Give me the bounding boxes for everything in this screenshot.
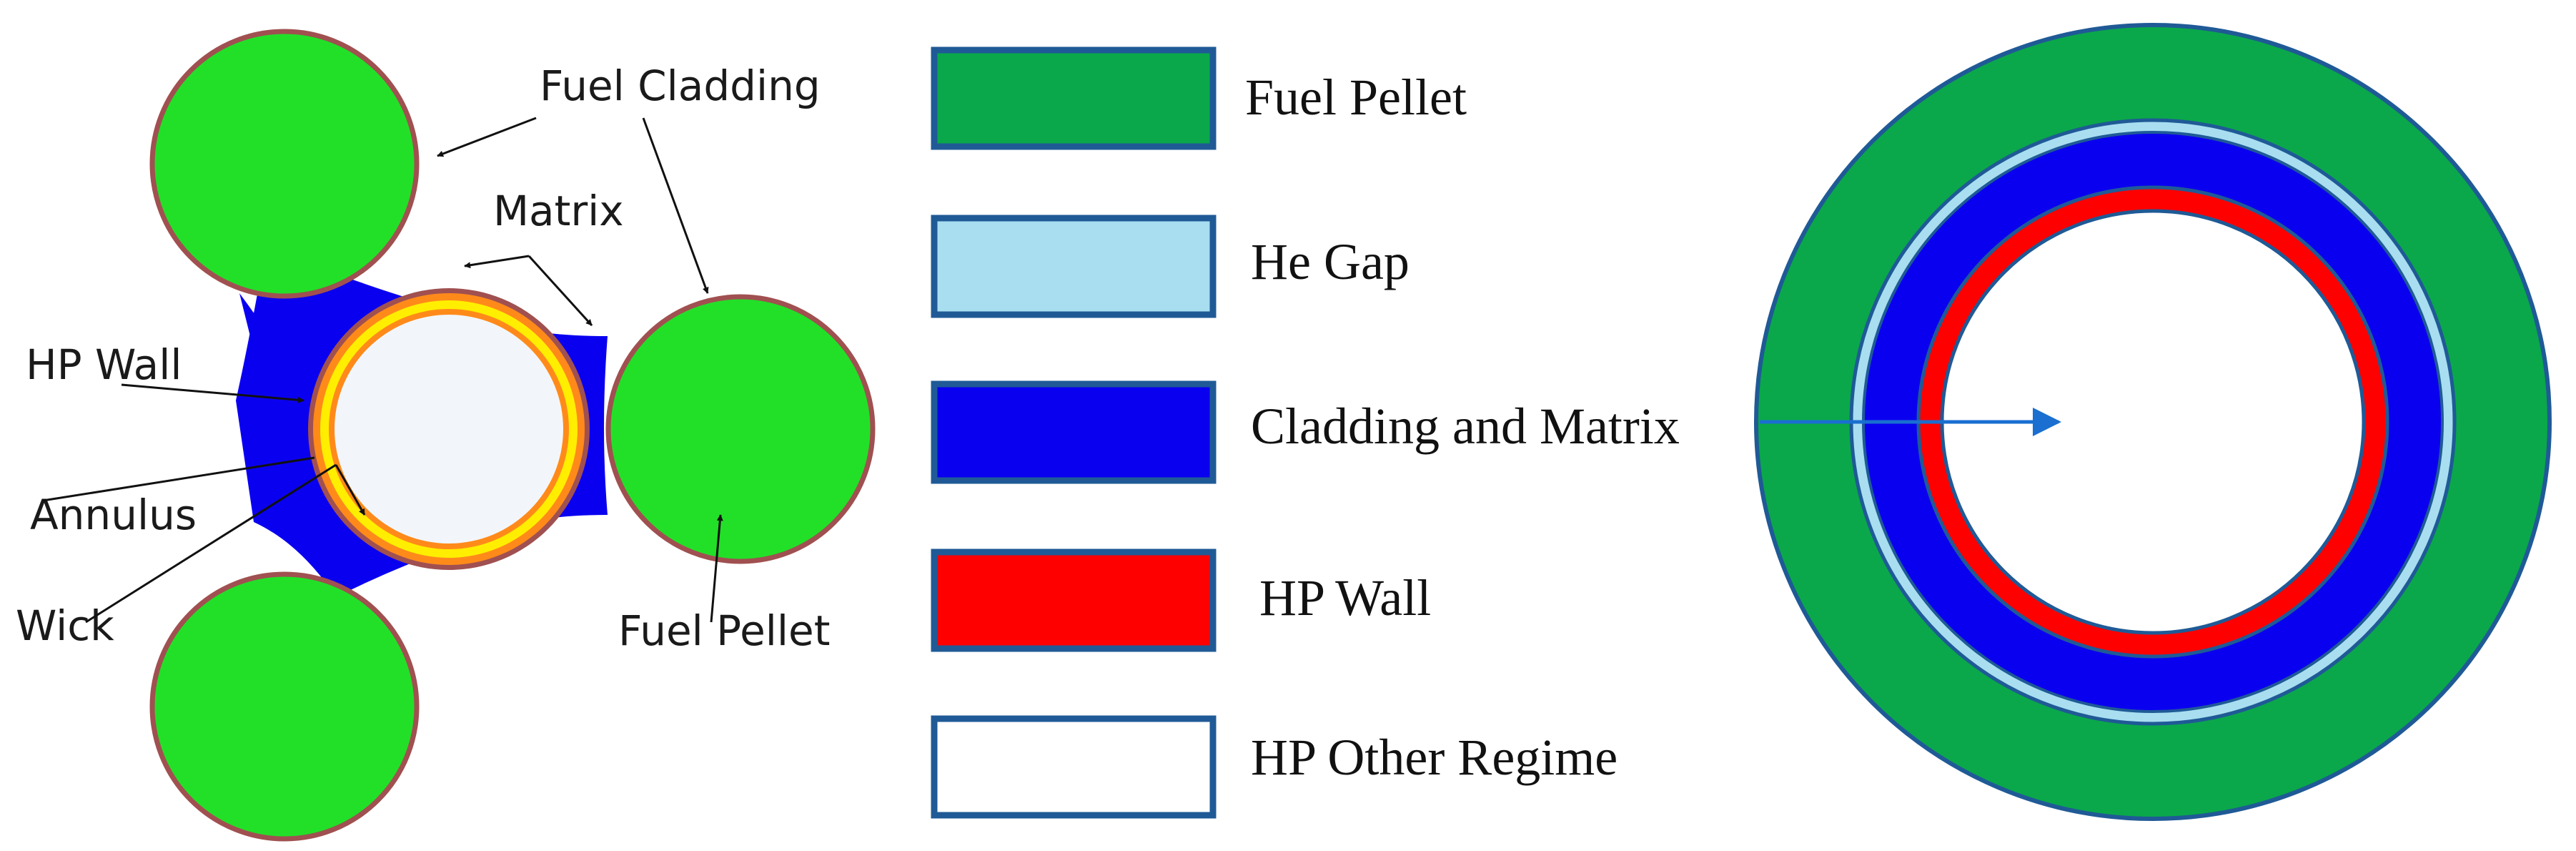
label-fuel-cladding: Fuel Cladding xyxy=(540,62,821,110)
legend-swatch-cladding-matrix xyxy=(931,380,1217,484)
arrow-fuel-cladding-1 xyxy=(437,117,537,157)
legend: Fuel Pellet He Gap Cladding and Matrix H… xyxy=(931,46,1680,819)
label-matrix: Matrix xyxy=(493,187,624,235)
arrow-matrix-1 xyxy=(464,255,530,269)
arrow-wick-2 xyxy=(335,464,366,516)
legend-swatch-he-gap xyxy=(931,215,1217,318)
concentric-model xyxy=(1754,23,2552,821)
legend-label-cladding-matrix: Cladding and Matrix xyxy=(1251,398,1680,455)
legend-swatch-hp-other xyxy=(931,715,1217,819)
label-fuel-pellet: Fuel Pellet xyxy=(618,606,830,655)
legend-label-hp-other: HP Other Regime xyxy=(1251,729,1618,786)
arrow-fuel-pellet xyxy=(710,514,723,623)
legend-label-fuel-pellet: Fuel Pellet xyxy=(1245,69,1467,126)
leader-arrows xyxy=(42,117,723,624)
arrow-matrix-2 xyxy=(527,255,593,327)
fuel-pin-bottom-left xyxy=(149,571,420,842)
legend-label-he-gap: He Gap xyxy=(1251,233,1410,290)
legend-swatch-fuel-pellet xyxy=(931,46,1217,150)
fuel-pin-top-left xyxy=(149,29,420,299)
arrow-annulus xyxy=(42,456,315,502)
legend-swatch-hp-wall xyxy=(931,549,1217,652)
arrow-hp-wall xyxy=(121,383,304,403)
matrix-left-wing xyxy=(239,293,300,400)
hp-unit-cell-diagram: Fuel Cladding Matrix HP Wall Annulus Wic… xyxy=(16,29,876,842)
hp-interior xyxy=(335,315,563,543)
label-hp-wall: HP Wall xyxy=(26,340,182,389)
arrow-fuel-cladding-2 xyxy=(642,117,709,294)
legend-label-hp-wall: HP Wall xyxy=(1259,569,1431,626)
fuel-pin-right xyxy=(605,294,876,564)
label-wick: Wick xyxy=(16,601,114,650)
arrow-wick-1 xyxy=(85,463,337,624)
